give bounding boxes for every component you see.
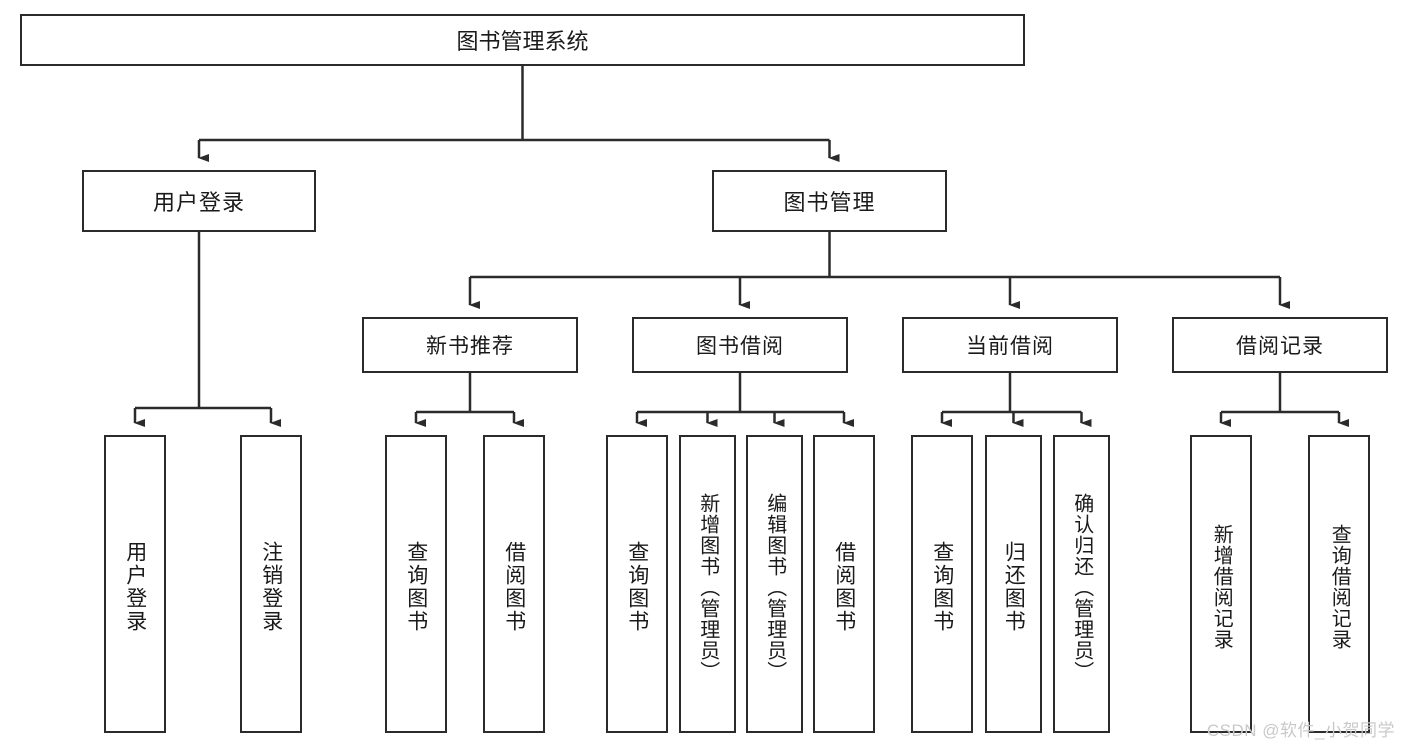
node-leaf-11-label: 新增借阅记录	[1210, 524, 1233, 650]
node-leaf-8[interactable]: 查询图书	[911, 435, 973, 733]
node-root-label: 图书管理系统	[456, 29, 589, 54]
node-level2-2-label: 当前借阅	[966, 335, 1054, 358]
node-leaf-9[interactable]: 归还图书	[985, 435, 1042, 733]
node-leaf-12[interactable]: 查询借阅记录	[1308, 435, 1370, 733]
node-leaf-1-label: 注销登录	[259, 541, 283, 633]
node-level2-1[interactable]: 图书借阅	[632, 317, 848, 373]
node-leaf-2[interactable]: 查询图书	[385, 435, 447, 733]
node-leaf-5-label: 新增图书（管理员）	[696, 492, 719, 682]
node-leaf-11[interactable]: 新增借阅记录	[1190, 435, 1252, 733]
node-leaf-10-label: 确认归还（管理员）	[1070, 492, 1093, 682]
node-level1-0-label: 用户登录	[152, 190, 245, 215]
node-leaf-4-label: 查询图书	[625, 541, 649, 633]
node-level2-1-label: 图书借阅	[696, 335, 784, 358]
node-leaf-8-label: 查询图书	[930, 541, 954, 633]
node-leaf-0[interactable]: 用户登录	[104, 435, 166, 733]
node-level2-0[interactable]: 新书推荐	[362, 317, 578, 373]
node-leaf-10[interactable]: 确认归还（管理员）	[1053, 435, 1110, 733]
node-leaf-7-label: 借阅图书	[832, 541, 856, 633]
node-level1-0[interactable]: 用户登录	[82, 170, 316, 232]
node-level2-3-label: 借阅记录	[1236, 335, 1324, 358]
node-level1-1-label: 图书管理	[783, 190, 876, 215]
watermark: CSDN @软件_小贺同学	[1206, 721, 1395, 740]
node-leaf-2-label: 查询图书	[404, 541, 428, 633]
node-leaf-3-label: 借阅图书	[502, 541, 526, 633]
node-leaf-6[interactable]: 编辑图书（管理员）	[746, 435, 803, 733]
node-leaf-7[interactable]: 借阅图书	[813, 435, 875, 733]
node-leaf-3[interactable]: 借阅图书	[483, 435, 545, 733]
node-level2-0-label: 新书推荐	[426, 335, 514, 358]
node-leaf-5[interactable]: 新增图书（管理员）	[679, 435, 736, 733]
node-leaf-6-label: 编辑图书（管理员）	[763, 492, 786, 682]
node-level1-1[interactable]: 图书管理	[712, 170, 947, 232]
node-leaf-1[interactable]: 注销登录	[240, 435, 302, 733]
node-leaf-0-label: 用户登录	[123, 541, 147, 633]
node-level2-2[interactable]: 当前借阅	[902, 317, 1118, 373]
node-leaf-4[interactable]: 查询图书	[606, 435, 668, 733]
node-leaf-12-label: 查询借阅记录	[1328, 524, 1351, 650]
node-leaf-9-label: 归还图书	[1002, 541, 1026, 633]
node-level2-3[interactable]: 借阅记录	[1172, 317, 1388, 373]
node-root[interactable]: 图书管理系统	[20, 14, 1025, 66]
